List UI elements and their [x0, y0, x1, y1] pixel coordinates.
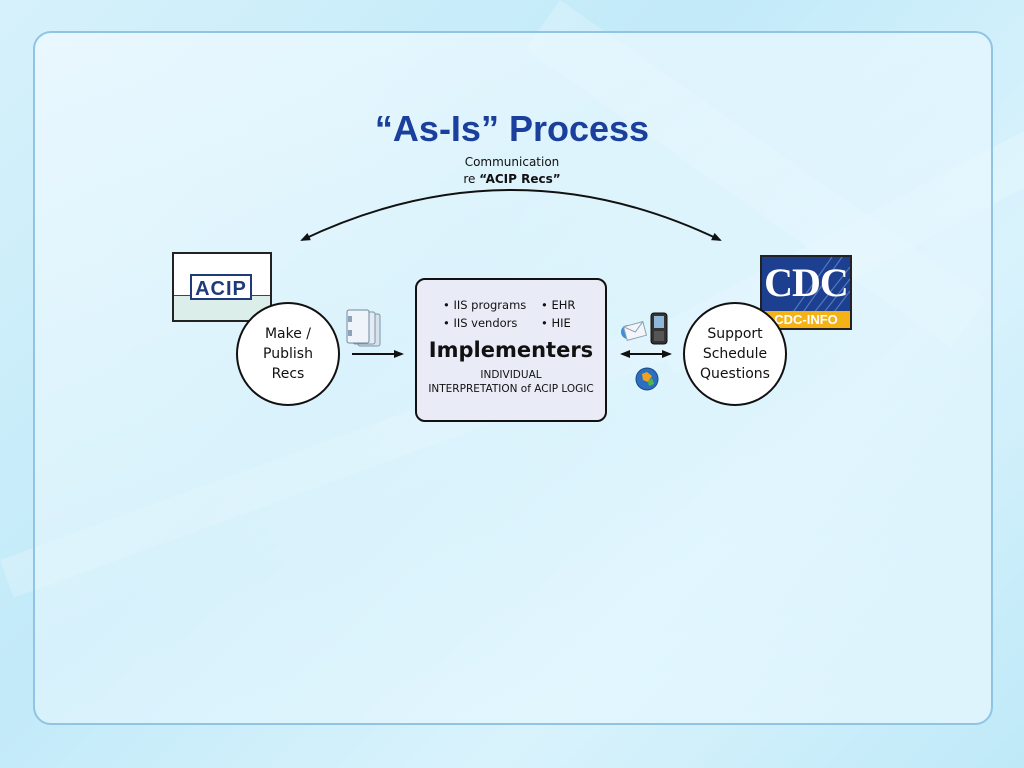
- implementers-sub-line1: INDIVIDUAL: [480, 369, 542, 381]
- browser-globe-icon: [635, 367, 659, 391]
- slide-title: “As-Is” Process: [374, 108, 650, 149]
- implementers-heading: Implementers: [428, 338, 594, 362]
- implementer-item: • IIS vendors: [443, 316, 518, 330]
- mobile-phone-icon: [650, 312, 668, 345]
- email-icon: [621, 321, 647, 341]
- cdc-info-text: CDC-INFO: [762, 311, 850, 328]
- implementer-item: • HIE: [541, 316, 571, 330]
- implementer-item: • IIS programs: [443, 298, 527, 312]
- communication-arc-arrow: [300, 189, 722, 241]
- communication-prefix: re: [463, 172, 480, 186]
- document-stack-icon: [346, 309, 381, 347]
- implementers-subtitle: INDIVIDUAL INTERPRETATION of ACIP LOGIC: [417, 368, 605, 396]
- support-schedule-questions-node: Support Schedule Questions: [683, 302, 787, 406]
- implementers-sub-line2: INTERPRETATION of ACIP LOGIC: [428, 383, 594, 395]
- acip-logo: ACIP: [172, 252, 272, 322]
- cdc-logo-text: CDC: [764, 260, 849, 305]
- communication-label-line2: re “ACIP Recs”: [0, 172, 1024, 186]
- make-publish-recs-node: Make / Publish Recs: [236, 302, 340, 406]
- acip-logo-text: ACIP: [190, 274, 252, 300]
- implementers-box: • IIS programs • IIS vendors • EHR • HIE…: [415, 278, 607, 422]
- implementer-item: • EHR: [541, 298, 576, 312]
- communication-label-line1: Communication: [464, 155, 560, 169]
- communication-subject: “ACIP Recs”: [479, 172, 561, 186]
- cdc-info-logo: CDC CDC-INFO: [760, 255, 852, 330]
